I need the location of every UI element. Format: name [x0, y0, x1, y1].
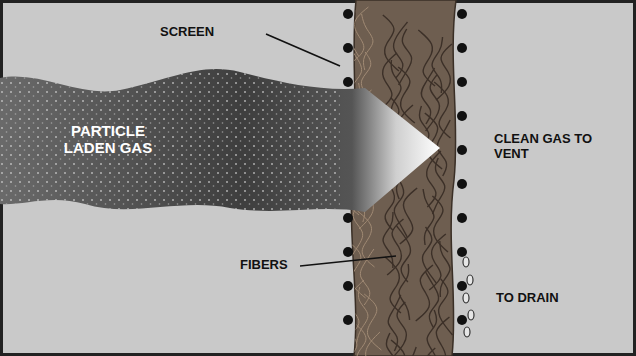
fiber-stroke: [399, 264, 410, 320]
fiber-stroke: [404, 347, 416, 356]
drain-droplet: [467, 275, 473, 285]
screen-dot: [457, 315, 467, 325]
screen-dot: [343, 9, 353, 19]
screen-dot: [457, 111, 467, 121]
drain-droplet: [468, 310, 474, 320]
screen-dot: [457, 145, 467, 155]
fibers-leader-line: [300, 256, 396, 266]
drain-label: TO DRAIN: [496, 291, 596, 306]
fiber-stroke: [398, 67, 415, 123]
part-label: SCREEN: [160, 25, 270, 40]
particle-laden-gas-arrow: [0, 69, 440, 212]
particle-speckle: [0, 69, 340, 211]
gas-arrow: [0, 69, 440, 212]
drain-droplet: [463, 257, 469, 267]
screen-leader-line: [266, 34, 340, 66]
screen-dot: [343, 43, 353, 53]
fiber-stroke: [357, 325, 371, 356]
screen-dot: [457, 247, 467, 257]
screen-dot: [457, 43, 467, 53]
fiber-stroke: [362, 14, 373, 70]
screen-dot: [457, 77, 467, 87]
fiber-stroke: [392, 302, 406, 356]
screen-dot: [343, 77, 353, 87]
fiber-stroke: [433, 158, 445, 214]
fiber-stroke: [399, 29, 412, 85]
screen-dot: [343, 247, 353, 257]
fiber-stroke: [383, 333, 396, 356]
screen-dot: [343, 315, 353, 325]
fiber-stroke: [423, 189, 434, 245]
fiber-stroke: [434, 82, 450, 138]
outlet-label: CLEAN GAS TO VENT: [494, 132, 594, 162]
fiber-stroke: [391, 340, 408, 356]
screen-dot: [457, 179, 467, 189]
fiber-stroke: [385, 257, 401, 313]
fiber-stroke: [426, 272, 439, 328]
screen-dot: [343, 281, 353, 291]
fiber-stroke: [432, 317, 449, 356]
fiber-stroke: [418, 30, 435, 86]
fiber-stroke: [427, 151, 441, 207]
fiber-stroke: [440, 241, 450, 297]
drain-droplet: [463, 293, 469, 303]
fiber-stroke: [426, 75, 440, 131]
gas-label: PARTICLE LADEN GAS: [48, 122, 168, 157]
fiber-stroke: [364, 294, 381, 350]
screen-dot: [457, 213, 467, 223]
fiber-stroke: [397, 226, 411, 282]
part-label: FIBERS: [240, 258, 300, 273]
fiber-stroke: [400, 188, 417, 244]
screen-dot: [457, 281, 467, 291]
drain-droplets: [463, 257, 474, 337]
screen-dot: [343, 213, 353, 223]
drain-droplet: [464, 327, 470, 337]
screen-dot: [457, 9, 467, 19]
fiber-stroke: [429, 355, 443, 356]
fiber-stroke: [436, 44, 452, 100]
